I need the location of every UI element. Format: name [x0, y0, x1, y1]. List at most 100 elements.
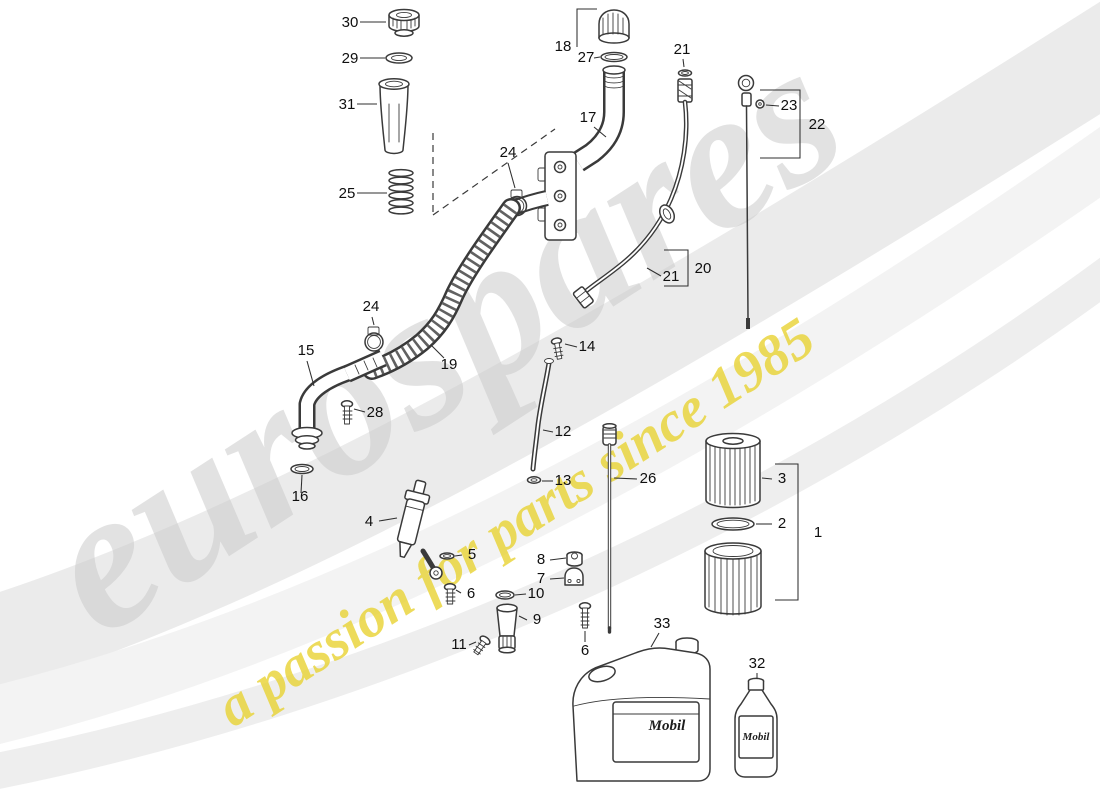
bottle-brand-label: Mobil [742, 731, 771, 743]
part-30-cap [388, 8, 420, 37]
part-15-elbow-pipe [291, 363, 354, 450]
callout-7: 7 [537, 570, 545, 587]
part-20-level-sensor-cable [572, 69, 693, 309]
callout-31: 31 [339, 96, 356, 113]
callout-24a: 24 [500, 144, 517, 161]
part-32-oil-bottle: Mobil [734, 677, 778, 778]
part-18-cap [598, 9, 630, 44]
callout-18: 18 [555, 38, 572, 55]
callout-22: 22 [809, 116, 826, 133]
leader-23 [765, 104, 780, 107]
callout-26: 26 [640, 470, 657, 487]
callout-29: 29 [342, 50, 359, 67]
leader-11 [468, 641, 477, 646]
callout-13: 13 [555, 472, 572, 489]
callout-19: 19 [441, 356, 458, 373]
part-11-screw [473, 635, 491, 656]
leader-16 [300, 474, 303, 494]
jug-brand-label: Mobil [648, 718, 687, 734]
leader-27 [593, 56, 601, 59]
part-23-clip [755, 99, 765, 109]
callout-15: 15 [298, 342, 315, 359]
part-25-spring [388, 168, 414, 215]
part-22-dipstick [737, 74, 755, 329]
part-26-guide-tube [602, 423, 617, 634]
callout-23: 23 [781, 97, 798, 114]
bracket-1 [775, 463, 799, 601]
leader-19 [430, 344, 445, 359]
part-29-seal-washer [385, 52, 413, 64]
leader-15 [306, 360, 315, 387]
leader-24b [371, 316, 375, 326]
part-31-tube-insert [378, 78, 410, 155]
callout-9: 9 [533, 611, 541, 628]
callout-1: 1 [814, 524, 822, 541]
callout-leader-lines [300, 8, 801, 679]
leader-21b [646, 267, 662, 277]
callout-21a: 21 [674, 41, 691, 58]
callout-8: 8 [537, 551, 545, 568]
leader-17 [593, 126, 607, 138]
part-5-washer-and-fitting [420, 548, 455, 580]
part-13-o-ring [526, 476, 542, 484]
callout-10: 10 [528, 585, 545, 602]
leader-5 [454, 554, 463, 557]
leader-10 [514, 593, 527, 596]
part-33-oil-container: Mobil [572, 637, 711, 782]
bracket-18 [576, 8, 597, 47]
leader-21a [682, 58, 685, 68]
part-27-o-ring [600, 51, 628, 63]
part-12-vent-tube [530, 358, 554, 472]
callout-33: 33 [654, 615, 671, 632]
leader-14 [564, 343, 578, 348]
callout-4: 4 [365, 513, 373, 530]
callout-30: 30 [342, 14, 359, 31]
part-6a-screw [443, 583, 457, 605]
callout-25: 25 [339, 185, 356, 202]
callout-11: 11 [451, 636, 467, 653]
callout-6a: 6 [467, 585, 475, 602]
callout-numbers: 30 29 31 25 18 27 17 24 21 23 22 20 21 1… [292, 14, 826, 672]
part-10-o-ring [495, 590, 515, 600]
leader-3 [761, 477, 773, 480]
callout-32: 32 [749, 655, 766, 672]
part-19-corrugated-hose [362, 198, 521, 380]
part-17-filler-pipe [537, 65, 626, 241]
part-24b-sleeve-and-clamp [343, 326, 387, 383]
bracket-22 [760, 89, 801, 159]
install-indicator-dashed-line [432, 128, 556, 216]
callout-6b: 6 [581, 642, 589, 659]
part-28-screw [340, 400, 354, 425]
callout-12: 12 [555, 423, 572, 440]
leader-26 [613, 477, 638, 480]
part-1-filter-housing [704, 542, 762, 616]
part-7-bracket [564, 567, 584, 586]
bracket-20 [664, 249, 689, 287]
diagram-artwork: Mobil Mobil [290, 8, 778, 782]
leader-33 [650, 632, 660, 648]
part-6b-screw [578, 602, 592, 629]
callout-2: 2 [778, 515, 786, 532]
callout-24b: 24 [363, 298, 380, 315]
callout-3: 3 [778, 470, 786, 487]
leader-4 [378, 517, 398, 522]
callout-5: 5 [468, 546, 476, 563]
part-14-screw [550, 337, 564, 360]
leader-12 [542, 429, 554, 433]
part-8-nut [566, 551, 583, 567]
callout-16: 16 [292, 488, 309, 505]
callout-21b: 21 [663, 268, 680, 285]
part-2-o-ring [711, 517, 755, 531]
part-3-filter-cartridge [705, 432, 761, 509]
callout-14: 14 [579, 338, 596, 355]
callout-20: 20 [695, 260, 712, 277]
leader-9 [518, 615, 528, 621]
leader-24a [507, 162, 516, 189]
leader-7 [549, 577, 565, 580]
leader-6a [455, 589, 462, 594]
leader-8 [549, 557, 567, 561]
callout-27: 27 [578, 49, 595, 66]
